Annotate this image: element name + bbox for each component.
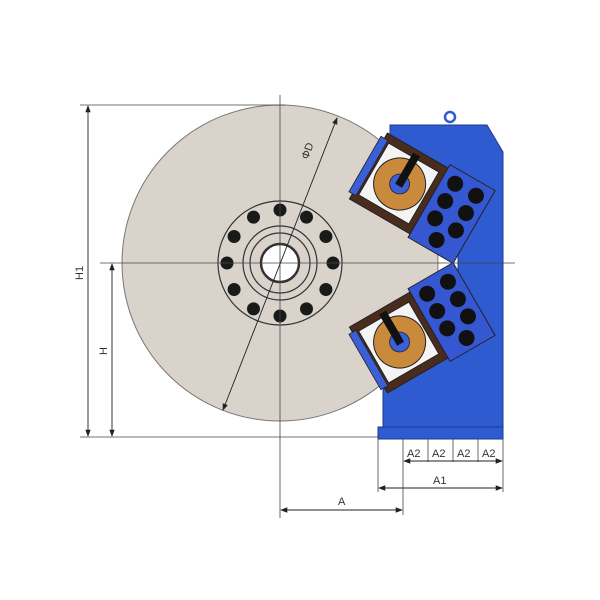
hub-bolt (319, 283, 333, 296)
hub-bolt (227, 283, 241, 296)
label-a2: A2 (432, 448, 445, 460)
label-h: H (98, 347, 110, 355)
label-a2: A2 (407, 448, 420, 460)
bracket-base (377, 426, 504, 440)
label-diameter: ΦD (300, 141, 317, 161)
hub-bolt (300, 302, 313, 316)
hub-bolt (247, 210, 260, 224)
label-h1: H1 (74, 266, 86, 280)
hub-bolt (247, 302, 260, 316)
hub-bolt (227, 230, 241, 243)
label-a2: A2 (457, 448, 470, 460)
lifting-eye (443, 110, 457, 124)
hub-bolt (300, 210, 313, 224)
label-a1: A1 (433, 475, 446, 487)
label-a: A (338, 496, 346, 508)
hub-bolt (319, 230, 333, 243)
label-a2: A2 (482, 448, 495, 460)
dim-diameter (222, 117, 338, 411)
